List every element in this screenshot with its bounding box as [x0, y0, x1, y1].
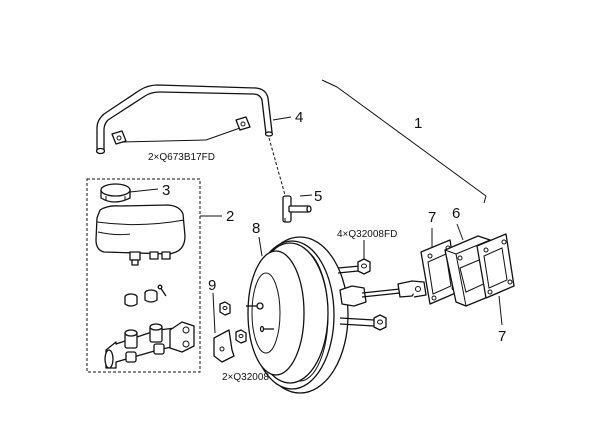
booster-nut-quantity-note: 4×Q32008FD — [337, 229, 397, 240]
booster-pushrod — [361, 280, 427, 298]
booster-nut — [357, 258, 371, 275]
gasket — [476, 233, 515, 299]
callout-5: 5 — [314, 188, 322, 205]
leader-3 — [129, 188, 159, 193]
check-valve — [282, 195, 312, 223]
leader-5 — [299, 194, 313, 197]
bracket-nut — [235, 329, 247, 344]
callout-4: 4 — [295, 109, 303, 126]
callout-7-lower: 7 — [498, 328, 506, 345]
callout-8: 8 — [252, 220, 260, 237]
leader-8 — [258, 236, 263, 257]
callout-2: 2 — [226, 208, 234, 225]
reservoir-cap — [100, 183, 131, 203]
booster-rear-hub — [339, 285, 367, 307]
reservoir-grommet — [124, 293, 138, 307]
clip-leader — [122, 127, 241, 143]
callout-3: 3 — [162, 182, 170, 199]
reservoir-grommet — [144, 289, 158, 303]
fluid-reservoir — [95, 204, 186, 266]
callout-1: 1 — [414, 115, 422, 132]
leader-9 — [212, 292, 216, 334]
assembly-leader-1 — [321, 79, 487, 204]
bracket-nut — [219, 301, 231, 316]
booster-nut — [373, 314, 387, 331]
hose-clip — [111, 130, 127, 145]
callout-6: 6 — [452, 205, 460, 222]
booster-bracket — [213, 329, 235, 363]
bracket-nut-quantity-note: 2×Q32008 — [222, 372, 269, 383]
leader-4 — [272, 116, 292, 121]
master-cylinder — [104, 321, 195, 369]
vacuum-hose — [95, 84, 286, 196]
master-cylinder-group-box — [86, 178, 201, 373]
clip-quantity-note: 2×Q673B17FD — [148, 152, 215, 163]
booster-mounting-stud — [337, 265, 361, 274]
leader-6 — [456, 223, 464, 241]
hose-clip — [235, 116, 251, 131]
booster-mounting-stud — [339, 317, 375, 327]
brake-booster — [246, 236, 349, 394]
retaining-pin — [157, 284, 167, 297]
callout-9: 9 — [208, 277, 216, 294]
leader-7-lower — [498, 295, 503, 326]
callout-7-upper: 7 — [428, 209, 436, 226]
